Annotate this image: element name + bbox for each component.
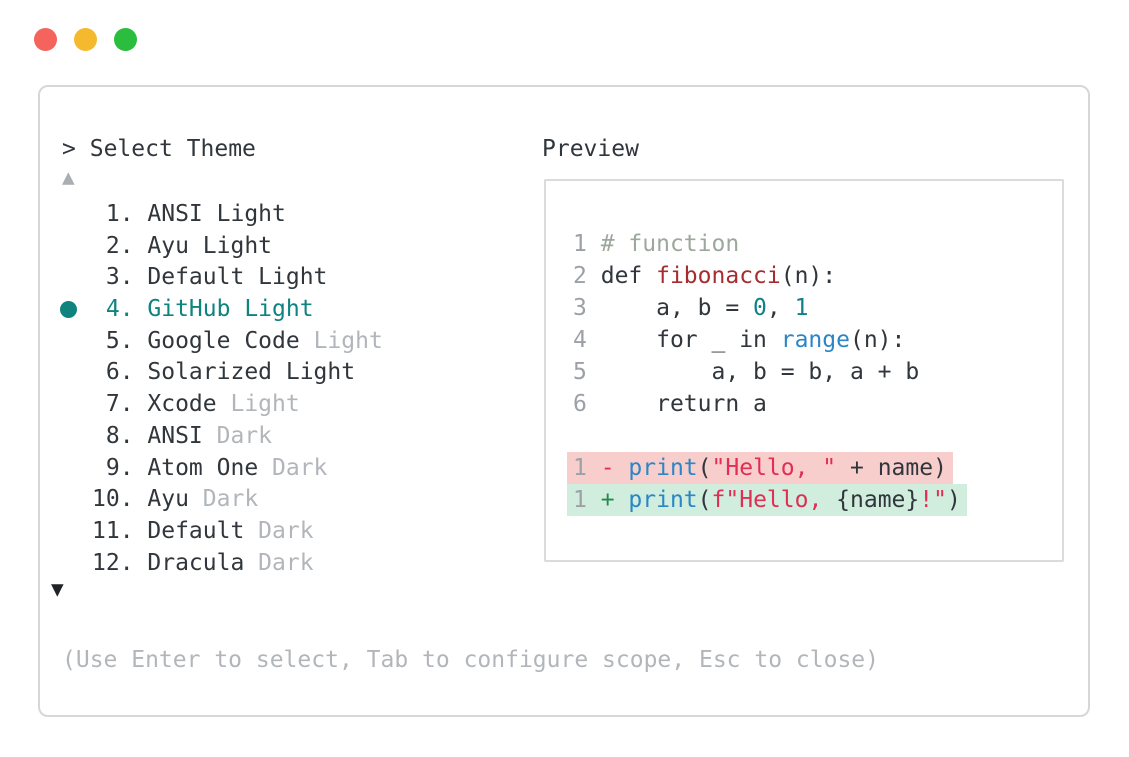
theme-list-item-label: 4. GitHub Light	[92, 296, 314, 323]
theme-list-item[interactable]: 8. ANSI Dark	[40, 421, 520, 453]
diff-added-line: 1 + print(f"Hello, {name}!")	[546, 484, 1062, 516]
diff-removed-line: 1 - print("Hello, " + name)	[546, 452, 1062, 484]
theme-list-item[interactable]: 3. Default Light	[40, 262, 520, 294]
minimize-button[interactable]	[74, 28, 97, 51]
code-token: (n):	[849, 327, 906, 353]
theme-variant-label: Dark	[244, 517, 314, 544]
code-line: 6 return a	[546, 388, 1062, 420]
line-number: 3	[573, 295, 587, 321]
line-number: 5	[573, 359, 587, 385]
selected-indicator-icon	[60, 301, 77, 319]
code-line	[546, 420, 1062, 452]
theme-list-item[interactable]: 11. Default Dark	[40, 516, 520, 548]
code-token: return a	[600, 391, 767, 417]
line-number: 1	[573, 231, 587, 257]
theme-list-item[interactable]: 12. Dracula Dark	[40, 548, 520, 580]
theme-list-item-label: 5. Google Code	[92, 327, 300, 354]
code-token: )	[946, 487, 961, 513]
close-button[interactable]	[34, 28, 57, 51]
code-token: + name)	[836, 455, 947, 481]
theme-picker-dialog: > Select Theme Preview ▲ 1. ANSI Light 2…	[38, 85, 1090, 717]
theme-list-item-label: 10. Ayu	[92, 486, 189, 513]
code-token: print	[628, 455, 698, 481]
code-token: {name}	[836, 487, 920, 513]
theme-variant-label: Dark	[188, 486, 259, 513]
theme-list-item-label: 11. Default	[92, 517, 245, 544]
code-token: print	[628, 487, 698, 513]
code-token: (	[697, 487, 712, 513]
theme-list-item[interactable]: 10. Ayu Dark	[40, 484, 520, 516]
theme-list-item[interactable]: 2. Ayu Light	[40, 231, 520, 263]
code-token: +	[600, 487, 629, 513]
scroll-up-icon[interactable]: ▲	[62, 165, 75, 189]
theme-list-item-label: 1. ANSI Light	[92, 201, 286, 227]
theme-list-item[interactable]: 4. GitHub Light	[40, 294, 520, 326]
theme-list-item[interactable]: 7. Xcode Light	[40, 389, 520, 421]
theme-list-item-label: 12. Dracula	[92, 549, 245, 576]
code-token: def	[600, 263, 657, 289]
code-token: for _ in	[600, 327, 781, 353]
line-number: 1	[573, 455, 587, 481]
theme-variant-label: Dark	[202, 422, 273, 449]
theme-list-item-label: 7. Xcode	[92, 391, 217, 418]
line-number: 4	[573, 327, 587, 353]
code-token: f"Hello,	[711, 487, 837, 513]
code-line: 4 for _ in range(n):	[546, 324, 1062, 356]
theme-list-item[interactable]: 5. Google Code Light	[40, 326, 520, 358]
line-number: 6	[573, 391, 587, 417]
window-controls	[34, 28, 137, 51]
theme-variant-label: Light	[299, 327, 383, 354]
code-line: 5 a, b = b, a + b	[546, 356, 1062, 388]
code-token: a, b =	[600, 295, 754, 321]
prompt-caret-icon: >	[62, 136, 76, 162]
theme-variant-label: Dark	[244, 549, 314, 576]
code-token: (	[697, 455, 712, 481]
code-token: (n):	[780, 263, 837, 289]
code-line: 1 # function	[546, 228, 1062, 260]
code-token: a, b = b, a + b	[600, 359, 920, 385]
hint-text: (Use Enter to select, Tab to configure s…	[62, 647, 879, 673]
theme-list-item-label: 8. ANSI	[92, 422, 203, 449]
preview-title: Preview	[542, 136, 639, 162]
theme-list-item-label: 2. Ayu Light	[92, 232, 273, 259]
code-token: !"	[919, 487, 947, 513]
theme-list-item[interactable]: 1. ANSI Light	[40, 199, 520, 231]
code-token: # function	[600, 231, 740, 257]
theme-list-item-label: 6. Solarized Light	[92, 359, 356, 386]
line-number: 2	[573, 263, 587, 289]
line-number: 1	[573, 487, 587, 513]
theme-list-item[interactable]: 9. Atom One Dark	[40, 453, 520, 485]
scroll-down-icon[interactable]: ▼	[51, 577, 64, 601]
theme-list-item-label: 9. Atom One	[92, 454, 259, 481]
theme-list: 1. ANSI Light 2. Ayu Light 3. Default Li…	[40, 199, 520, 579]
theme-variant-label: Light	[216, 391, 300, 418]
theme-variant-label: Dark	[258, 454, 328, 481]
code-line: 3 a, b = 0, 1	[546, 292, 1062, 324]
page-title: Select Theme	[89, 136, 256, 162]
code-token: 0	[753, 295, 767, 321]
theme-list-item[interactable]: 6. Solarized Light	[40, 357, 520, 389]
code-token: range	[780, 327, 850, 353]
code-token: fibonacci	[656, 263, 781, 289]
theme-list-item-label: 3. Default Light	[92, 264, 328, 291]
code-token: ,	[766, 295, 795, 321]
code-line: 2 def fibonacci(n):	[546, 260, 1062, 292]
code-token: -	[600, 455, 629, 481]
prompt-line: > Select Theme	[62, 136, 256, 162]
maximize-button[interactable]	[114, 28, 137, 51]
code-token: 1	[794, 295, 809, 321]
code-token: "Hello, "	[711, 455, 837, 481]
